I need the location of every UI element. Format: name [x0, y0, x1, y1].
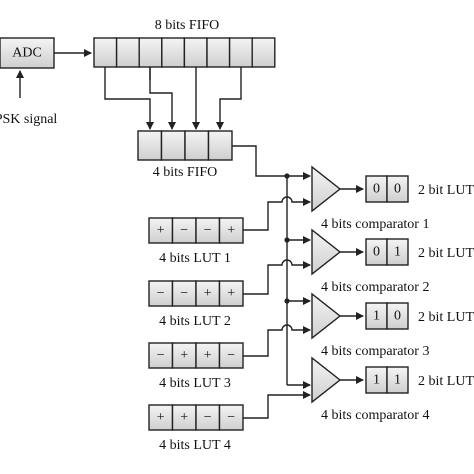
- output-lut-value: 1: [394, 373, 401, 388]
- lut-cell-symbol: −: [180, 286, 188, 301]
- lut-cell-symbol: −: [204, 223, 212, 238]
- fifo8-cell: [115, 37, 140, 68]
- output-lut-cell: [386, 175, 409, 203]
- lut-label: 4 bits LUT 3: [159, 376, 231, 391]
- lut-block-1: +−−+4 bits LUT 1: [148, 217, 244, 266]
- output-lut-value: 1: [394, 245, 401, 260]
- lut-cell-symbol: +: [227, 286, 235, 301]
- adc-block: ADC: [0, 37, 55, 69]
- fifo4-register: [137, 130, 233, 161]
- comparator-triangle: [311, 292, 342, 340]
- fifo4-cell: [160, 130, 186, 161]
- comparator-triangle: [311, 228, 342, 276]
- output-lut-value: 0: [373, 182, 380, 197]
- lut-cell-symbol: +: [157, 223, 165, 238]
- fifo8-cell: [93, 37, 118, 68]
- comparator-1: 4 bits comparator 1: [311, 165, 429, 232]
- output-lut-value: 0: [394, 182, 401, 197]
- lut-cell-symbol: +: [204, 286, 212, 301]
- comparator-2: 4 bits comparator 2: [311, 228, 429, 295]
- fifo8-cell: [228, 37, 253, 68]
- output-lut-value: 1: [373, 309, 380, 324]
- comparator-label: 4 bits comparator 2: [321, 280, 429, 295]
- fifo8-cell: [161, 37, 186, 68]
- lut-cell: [218, 280, 244, 307]
- fifo4-bus: [232, 145, 311, 389]
- lut-label: 4 bits LUT 4: [159, 438, 231, 453]
- output-lut-cell: [386, 302, 409, 330]
- lut-cell-symbol: −: [204, 410, 212, 425]
- lut-cell-symbol: −: [157, 286, 165, 301]
- lut-cell-symbol: +: [157, 410, 165, 425]
- lut-cell: [218, 404, 244, 431]
- fifo4-label: 4 bits FIFO: [153, 165, 218, 180]
- comparator-label: 4 bits comparator 3: [321, 344, 429, 359]
- output-lut-label: 2 bit LUT: [418, 374, 474, 389]
- output-lut-cell: [386, 366, 409, 394]
- output-lut-value: 1: [373, 373, 380, 388]
- fifo8-cell: [206, 37, 231, 68]
- fifo8-to-fifo4-connections: [104, 67, 242, 130]
- lut-connections: [242, 196, 311, 419]
- lut-label: 4 bits LUT 2: [159, 314, 231, 329]
- comparator-triangle: [311, 356, 342, 404]
- lut-block-4: + + −− 4 bits LUT 4: [148, 404, 244, 453]
- output-lut-label: 2 bit LUT: [418, 246, 474, 261]
- fifo8-cell: [183, 37, 208, 68]
- comparator-3: 4 bits comparator 3: [311, 292, 429, 359]
- fifo8-register: [93, 37, 276, 68]
- lut-cell-symbol: −: [227, 410, 235, 425]
- lut-cell-symbol: +: [227, 223, 235, 238]
- lut-cell-symbol: +: [180, 410, 188, 425]
- lut-cell: [218, 342, 244, 369]
- fifo4-cell: [137, 130, 163, 161]
- output-lut-label: 2 bit LUT: [418, 183, 474, 198]
- output-lut-label: 2 bit LUT: [418, 310, 474, 325]
- comparator-label: 4 bits comparator 4: [321, 408, 429, 423]
- fifo8-cell: [138, 37, 163, 68]
- fifo4-cell: [184, 130, 210, 161]
- lut-cell-symbol: −: [180, 223, 188, 238]
- lut-cell-symbol: −: [157, 348, 165, 363]
- fifo4-cell: [207, 130, 233, 161]
- output-lut-value: 0: [394, 309, 401, 324]
- fifo8-label: 8 bits FIFO: [155, 18, 220, 33]
- lut-label: 4 bits LUT 1: [159, 251, 231, 266]
- psk-signal-label: PSK signal: [0, 112, 57, 127]
- fifo8-cell: [251, 37, 276, 68]
- lut-cell: [218, 217, 244, 244]
- comparator-4: 4 bits comparator 4: [311, 356, 429, 423]
- lut-cell-symbol: −: [227, 348, 235, 363]
- comparator-label: 4 bits comparator 1: [321, 217, 429, 232]
- adc-label: ADC: [12, 46, 42, 61]
- output-lut-cell: [386, 238, 409, 266]
- lut-cell-symbol: +: [204, 348, 212, 363]
- comparator-triangle: [311, 165, 342, 213]
- lut-cell-symbol: +: [180, 348, 188, 363]
- output-lut-value: 0: [373, 245, 380, 260]
- lut-block-2: −− + +4 bits LUT 2: [148, 280, 244, 329]
- lut-block-3: −++−4 bits LUT 3: [148, 342, 244, 391]
